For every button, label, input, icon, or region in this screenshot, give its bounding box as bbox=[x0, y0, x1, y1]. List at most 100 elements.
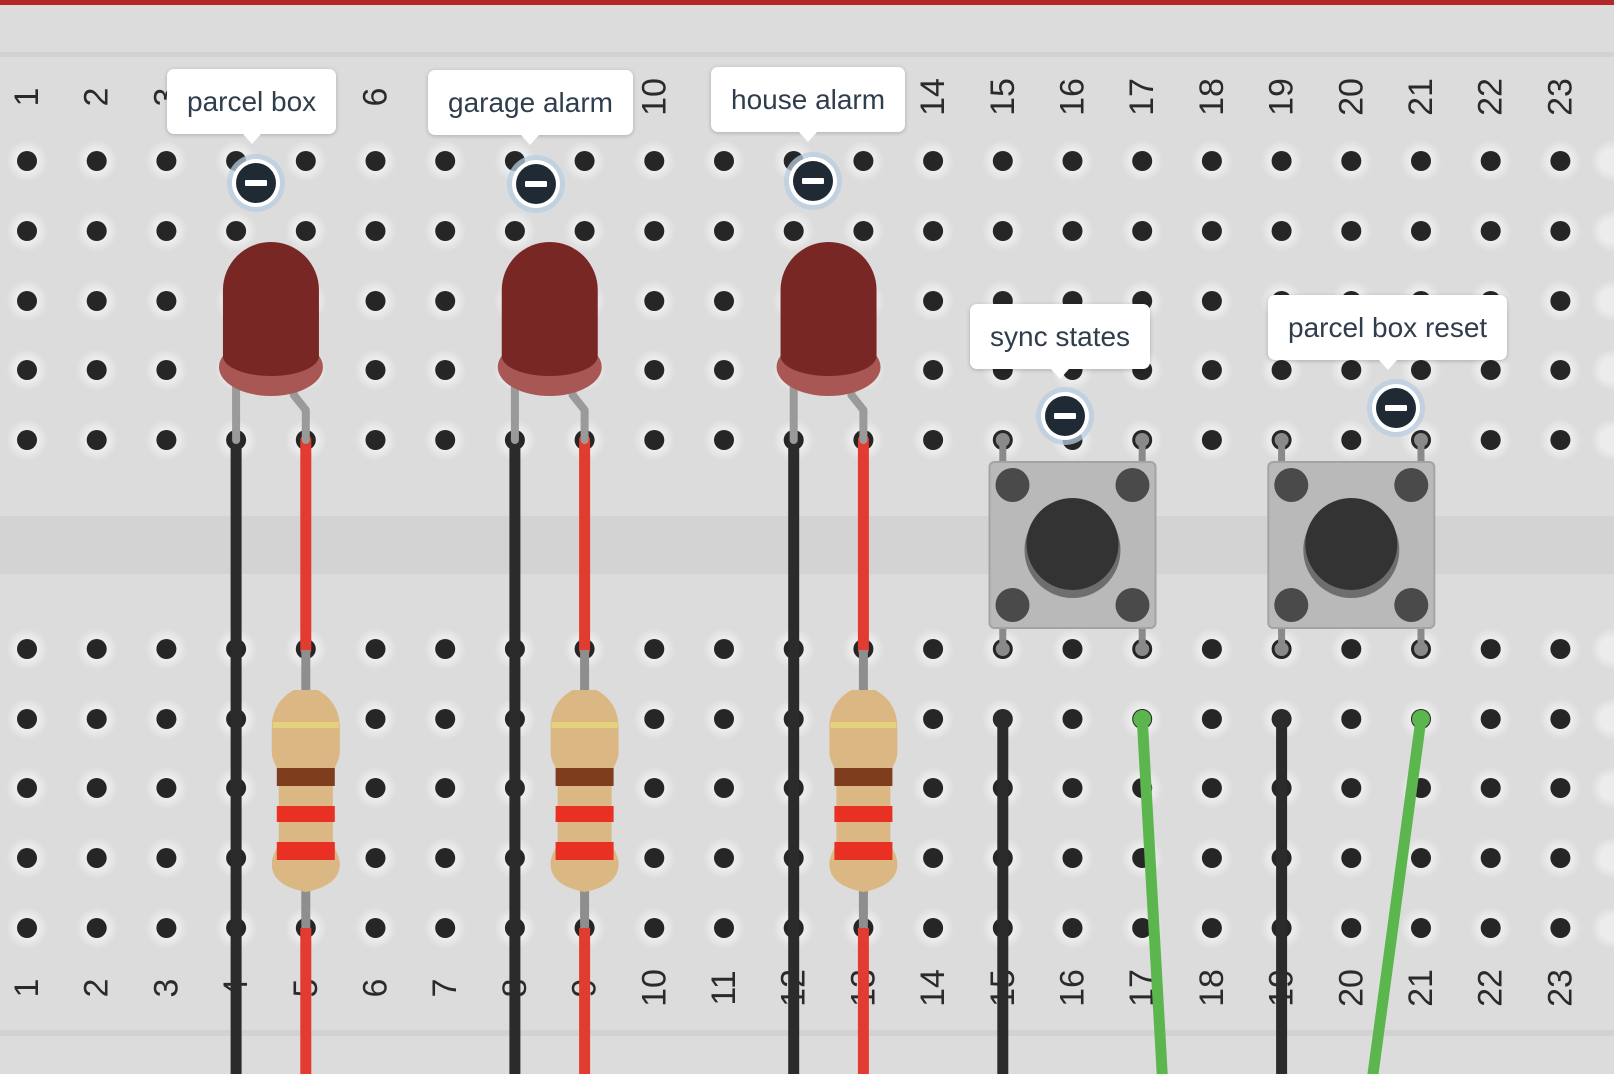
breadboard-hole[interactable] bbox=[1480, 151, 1501, 171]
breadboard-hole[interactable] bbox=[1550, 221, 1571, 241]
breadboard-hole[interactable] bbox=[714, 639, 734, 659]
breadboard-hole[interactable] bbox=[783, 221, 804, 241]
breadboard-hole[interactable] bbox=[1341, 848, 1362, 868]
breadboard-hole[interactable] bbox=[1550, 918, 1571, 938]
remove-sync-states-button-icon[interactable] bbox=[1045, 396, 1085, 436]
breadboard-hole[interactable] bbox=[1132, 221, 1153, 241]
button-cap[interactable] bbox=[1305, 498, 1398, 590]
breadboard-hole[interactable] bbox=[644, 221, 665, 241]
breadboard-hole[interactable] bbox=[1062, 221, 1083, 241]
breadboard-hole[interactable] bbox=[1411, 221, 1431, 241]
led-red-icon[interactable] bbox=[497, 242, 602, 396]
breadboard-hole[interactable] bbox=[574, 151, 595, 171]
breadboard-hole[interactable] bbox=[365, 430, 386, 450]
breadboard-hole[interactable] bbox=[365, 778, 386, 798]
breadboard-hole[interactable] bbox=[1550, 709, 1571, 729]
breadboard-hole[interactable] bbox=[853, 221, 874, 241]
led-label-garage-alarm[interactable]: garage alarm bbox=[428, 70, 633, 145]
breadboard-hole[interactable] bbox=[156, 151, 177, 171]
breadboard-hole[interactable] bbox=[923, 221, 944, 241]
breadboard-hole[interactable] bbox=[86, 430, 107, 450]
breadboard-hole[interactable] bbox=[1480, 639, 1501, 659]
breadboard-hole[interactable] bbox=[1550, 430, 1571, 450]
breadboard-hole[interactable] bbox=[923, 360, 944, 380]
breadboard-hole[interactable] bbox=[504, 151, 525, 171]
breadboard-hole[interactable] bbox=[644, 778, 665, 798]
breadboard-hole[interactable] bbox=[1062, 778, 1083, 798]
breadboard-hole[interactable] bbox=[1062, 709, 1083, 729]
breadboard-hole[interactable] bbox=[923, 848, 944, 868]
breadboard-hole[interactable] bbox=[156, 430, 177, 450]
breadboard-hole[interactable] bbox=[714, 360, 734, 380]
breadboard-hole[interactable] bbox=[1201, 360, 1222, 380]
breadboard-hole[interactable] bbox=[1341, 360, 1362, 380]
breadboard-hole[interactable] bbox=[1132, 918, 1153, 938]
breadboard-hole[interactable] bbox=[226, 151, 247, 171]
breadboard-hole[interactable] bbox=[86, 709, 107, 729]
breadboard-hole[interactable] bbox=[17, 918, 37, 938]
resistor-icon[interactable] bbox=[271, 690, 340, 892]
breadboard-hole[interactable] bbox=[1341, 778, 1362, 798]
breadboard-hole[interactable] bbox=[644, 360, 665, 380]
pushbutton-assembly[interactable] bbox=[988, 433, 1157, 656]
breadboard-hole[interactable] bbox=[923, 151, 944, 171]
led-label-parcel-box[interactable]: parcel box bbox=[167, 69, 337, 144]
breadboard-hole[interactable] bbox=[644, 918, 665, 938]
wire-end[interactable] bbox=[1272, 710, 1291, 728]
breadboard-hole[interactable] bbox=[1550, 639, 1571, 659]
breadboard-hole[interactable] bbox=[1411, 151, 1431, 171]
breadboard-hole[interactable] bbox=[1550, 360, 1571, 380]
resistor-icon[interactable] bbox=[550, 690, 619, 892]
remove-parcel-box-led-icon[interactable] bbox=[236, 163, 276, 203]
breadboard-hole[interactable] bbox=[156, 639, 177, 659]
breadboard-hole[interactable] bbox=[923, 709, 944, 729]
breadboard-hole[interactable] bbox=[1480, 430, 1501, 450]
breadboard-hole[interactable] bbox=[1480, 709, 1501, 729]
breadboard-hole[interactable] bbox=[86, 151, 107, 171]
button-cap[interactable] bbox=[1026, 498, 1119, 590]
pushbutton-icon[interactable] bbox=[988, 461, 1157, 629]
breadboard-hole[interactable] bbox=[923, 430, 944, 450]
breadboard-hole[interactable] bbox=[86, 221, 107, 241]
breadboard-hole[interactable] bbox=[714, 709, 734, 729]
breadboard-hole[interactable] bbox=[365, 709, 386, 729]
breadboard-hole[interactable] bbox=[1411, 848, 1431, 868]
breadboard-hole[interactable] bbox=[1062, 918, 1083, 938]
breadboard-hole[interactable] bbox=[435, 151, 456, 171]
breadboard-hole[interactable] bbox=[17, 151, 37, 171]
breadboard-hole[interactable] bbox=[435, 778, 456, 798]
breadboard-hole[interactable] bbox=[156, 360, 177, 380]
breadboard-hole[interactable] bbox=[714, 430, 734, 450]
wire-end[interactable] bbox=[1133, 710, 1152, 728]
breadboard-hole[interactable] bbox=[86, 291, 107, 311]
breadboard-hole[interactable] bbox=[644, 151, 665, 171]
breadboard-hole[interactable] bbox=[1201, 151, 1222, 171]
breadboard-hole[interactable] bbox=[156, 709, 177, 729]
breadboard-hole[interactable] bbox=[992, 151, 1013, 171]
breadboard-hole[interactable] bbox=[17, 430, 37, 450]
button-label-sync-states[interactable]: sync states bbox=[970, 304, 1151, 379]
breadboard-hole[interactable] bbox=[295, 221, 316, 241]
led-label-house-alarm[interactable]: house alarm bbox=[711, 67, 906, 142]
led-assembly[interactable] bbox=[218, 241, 340, 1074]
breadboard-hole[interactable] bbox=[1341, 918, 1362, 938]
breadboard-hole[interactable] bbox=[1201, 709, 1222, 729]
breadboard-hole[interactable] bbox=[1341, 151, 1362, 171]
breadboard-hole[interactable] bbox=[1341, 639, 1362, 659]
breadboard-hole[interactable] bbox=[365, 848, 386, 868]
breadboard-hole[interactable] bbox=[714, 151, 734, 171]
wire-end[interactable] bbox=[1412, 710, 1430, 728]
breadboard-hole[interactable] bbox=[17, 848, 37, 868]
breadboard-hole[interactable] bbox=[1201, 848, 1222, 868]
breadboard-hole[interactable] bbox=[156, 918, 177, 938]
breadboard-hole[interactable] bbox=[435, 709, 456, 729]
breadboard-hole[interactable] bbox=[1271, 151, 1292, 171]
breadboard-hole[interactable] bbox=[1480, 848, 1501, 868]
breadboard-hole[interactable] bbox=[1480, 360, 1501, 380]
breadboard-hole[interactable] bbox=[365, 221, 386, 241]
remove-garage-alarm-led-icon[interactable] bbox=[516, 164, 556, 204]
breadboard-hole[interactable] bbox=[714, 221, 734, 241]
breadboard-hole[interactable] bbox=[992, 221, 1013, 241]
breadboard-hole[interactable] bbox=[644, 709, 665, 729]
